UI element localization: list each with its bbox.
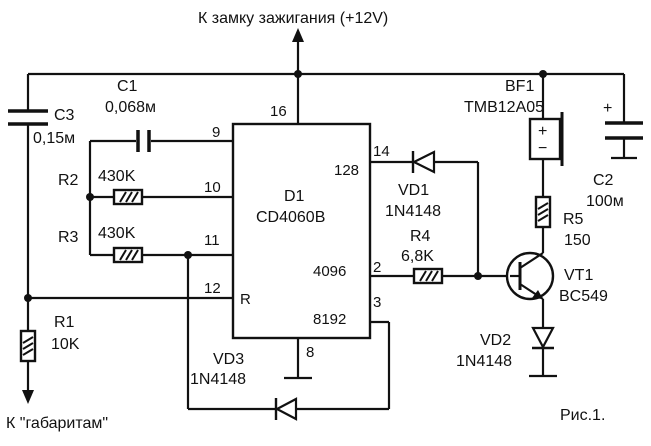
c3-value: 0,15м bbox=[33, 130, 75, 147]
resistor-r3 bbox=[112, 246, 144, 264]
figure-caption: Рис.1. bbox=[560, 407, 605, 424]
c1-value: 0,068м bbox=[105, 99, 156, 116]
ic-pin-16: 16 bbox=[270, 103, 287, 120]
ic-out-4096: 4096 bbox=[313, 263, 346, 280]
r3-ref: R3 bbox=[58, 229, 79, 246]
capacitor-c3 bbox=[8, 74, 48, 298]
junction-dot bbox=[294, 70, 302, 78]
vt1-ref: VT1 bbox=[564, 267, 593, 284]
r1-ref: R1 bbox=[54, 314, 75, 331]
ic-pin-9: 9 bbox=[212, 124, 220, 141]
ic-pin-8: 8 bbox=[306, 344, 314, 361]
resistor-r4 bbox=[412, 267, 444, 285]
bf1-plus: + bbox=[538, 123, 547, 140]
resistor-r5 bbox=[534, 195, 552, 229]
r5-value: 150 bbox=[564, 232, 591, 249]
ic-out-8192: 8192 bbox=[313, 311, 346, 328]
ic-pin-10: 10 bbox=[204, 179, 221, 196]
vd1-ref: VD1 bbox=[398, 182, 429, 199]
vd3-ref: VD3 bbox=[213, 351, 244, 368]
resistor-r2 bbox=[112, 188, 144, 206]
buzzer-bf1 bbox=[528, 112, 564, 166]
c2-ref: C2 bbox=[593, 172, 614, 189]
bf1-minus: − bbox=[538, 140, 547, 157]
c3-ref: C3 bbox=[54, 107, 75, 124]
bf1-ref: BF1 bbox=[505, 78, 534, 95]
r2-ref: R2 bbox=[58, 172, 79, 189]
transistor-vt1 bbox=[505, 251, 555, 301]
bottom-label: К "габаритам" bbox=[6, 415, 108, 432]
r2-value: 430K bbox=[98, 168, 136, 185]
resistor-r1 bbox=[19, 329, 37, 363]
capacitor-c1 bbox=[90, 130, 233, 152]
r3-value: 430K bbox=[98, 225, 136, 242]
vt1-value: BC549 bbox=[559, 288, 608, 305]
ic-part: CD4060B bbox=[256, 209, 325, 226]
r4-ref: R4 bbox=[410, 228, 431, 245]
vd3-value: 1N4148 bbox=[190, 371, 246, 388]
diode-vd1 bbox=[411, 150, 436, 174]
vd2-ref: VD2 bbox=[480, 332, 511, 349]
diode-vd2 bbox=[531, 326, 555, 350]
ic-out-128: 128 bbox=[334, 162, 359, 179]
ic-ref: D1 bbox=[284, 188, 305, 205]
bf1-value: TMB12A05 bbox=[464, 99, 544, 116]
capacitor-c2 bbox=[605, 74, 643, 160]
vd1-value: 1N4148 bbox=[385, 203, 441, 220]
c1-ref: C1 bbox=[117, 78, 138, 95]
r4-value: 6,8K bbox=[401, 248, 434, 265]
c2-value: 100м bbox=[586, 193, 624, 210]
ic-pin-11: 11 bbox=[204, 232, 220, 249]
diode-vd3 bbox=[274, 397, 298, 421]
ic-pin-14: 14 bbox=[373, 143, 390, 160]
r5-ref: R5 bbox=[563, 211, 584, 228]
vd2-value: 1N4148 bbox=[456, 353, 512, 370]
r1-value: 10K bbox=[51, 336, 80, 353]
ic-reset: R bbox=[240, 291, 251, 308]
c2-plus: + bbox=[603, 100, 612, 117]
ic-d1-body bbox=[231, 122, 372, 340]
ic-pin-2: 2 bbox=[373, 259, 381, 276]
top-label: К замку зажигания (+12V) bbox=[198, 10, 388, 27]
supply-arrow bbox=[292, 28, 304, 124]
ic-pin-12: 12 bbox=[204, 280, 221, 297]
ic-pin-3: 3 bbox=[373, 294, 381, 311]
bottom-arrow bbox=[22, 361, 34, 404]
